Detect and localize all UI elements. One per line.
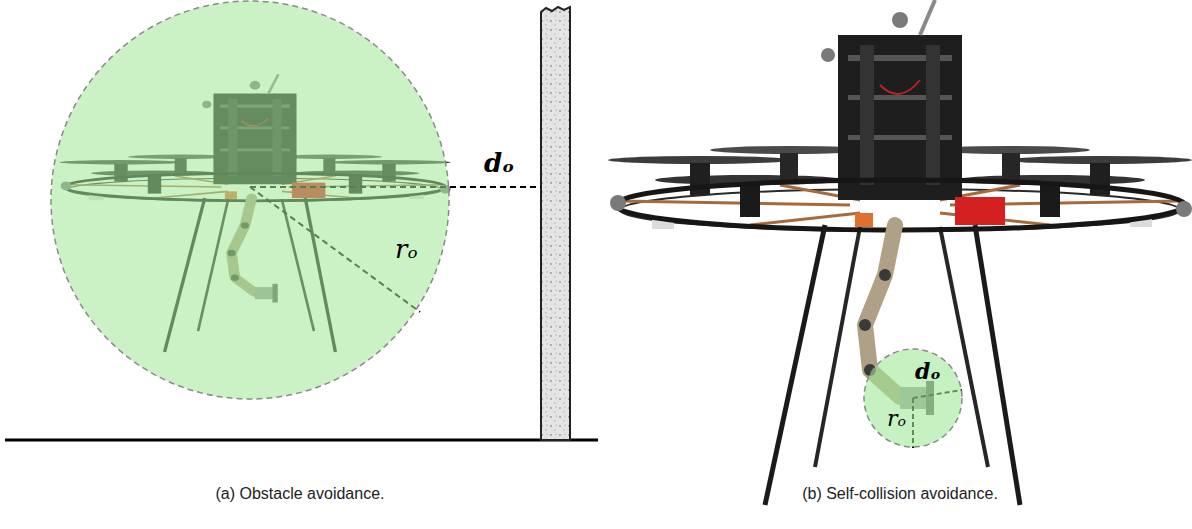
- dimension-symbol: rₒ: [887, 408, 906, 430]
- sphere-circle: [864, 349, 962, 447]
- sphere-outline: [50, 0, 450, 400]
- subfigure-caption: (a) Obstacle avoidance.: [216, 486, 385, 502]
- dimension-symbol: dₒ: [915, 360, 941, 382]
- sphere-circle: [51, 1, 449, 399]
- distance-symbol: dₒ: [484, 150, 514, 176]
- safety-sphere: dₒ rₒ: [863, 348, 963, 448]
- safety-sphere: rₒ: [50, 0, 450, 400]
- drone-photo: [608, 0, 1192, 505]
- dimension-symbol: rₒ: [395, 236, 417, 262]
- wall: [541, 7, 570, 440]
- ground-line: [5, 439, 598, 442]
- subfigure-caption: (b) Self-collision avoidance.: [802, 486, 998, 502]
- sphere-outline: [863, 348, 963, 448]
